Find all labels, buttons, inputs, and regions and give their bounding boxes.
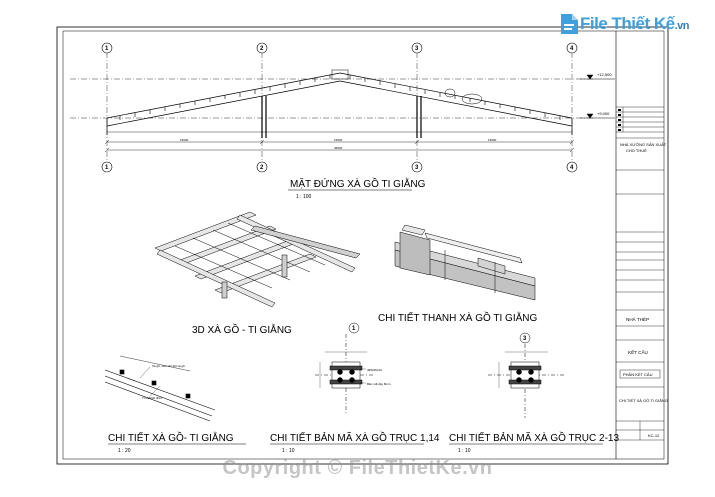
- purlin-detail: [394, 224, 536, 301]
- iso-title: 3D XÀ GỒ - TI GIẰNG: [192, 323, 292, 336]
- brand-name: File Thiết Kế: [580, 14, 675, 33]
- elevation-title: MẶT ĐỨNG XÀ GỒ TI GIẰNG: [290, 177, 426, 190]
- detail3-title: CHI TIẾT BẢN MÃ XÀ GỒ TRỤC 2-13: [449, 431, 619, 444]
- dimension-lines: [104, 139, 575, 153]
- roof-elevation: [70, 52, 615, 168]
- watermark: Copyright © FileThietKe.vn: [222, 457, 493, 479]
- axis-bubbles-top: 1 2 3 4: [101, 42, 578, 54]
- detail2-scale: 1 : 10: [282, 448, 295, 454]
- axis-label: 1: [105, 165, 109, 171]
- detail1-title: CHI TIẾT XÀ GỒ- TI GIẰNG: [108, 431, 234, 444]
- axis-label: 4: [570, 165, 574, 171]
- detail1-note1: Xà gồ, xem chi tiết xà gồ: [152, 364, 185, 368]
- title-block-marks: [618, 109, 621, 131]
- detail-plate-1-14: [315, 322, 375, 415]
- tb-owner-line2: CHO THUÊ: [626, 148, 647, 153]
- tb-owner: NHÀ XƯỞNG SẢN XUẤT: [620, 142, 667, 147]
- level-ridge: +12,500: [597, 72, 612, 77]
- outer-border: [56, 26, 669, 465]
- elevation-scale: 1 : 100: [296, 194, 312, 200]
- axis-label: 3: [415, 46, 419, 52]
- dim-text: 15000: [334, 138, 343, 142]
- axis-label: 2: [260, 165, 264, 171]
- axis-label: 4: [570, 46, 574, 52]
- brand-logo-icon: [561, 14, 578, 34]
- level-markers: [580, 74, 615, 119]
- tb-project: NHÀ THÉP: [626, 316, 649, 322]
- detail2-note1: 4ФM16x40: [367, 368, 382, 372]
- title-block: [615, 31, 664, 459]
- detail2-title: CHI TIẾT BẢN MÃ XÀ GỒ TRỤC 1,14: [270, 431, 440, 444]
- tb-sheet-no: KC-12: [648, 433, 660, 438]
- purlin-detail-title: CHI TIẾT THANH XÀ GỒ TI GIẰNG: [378, 311, 538, 324]
- axis-label: 3: [415, 165, 419, 171]
- detail-purlin-brace: [104, 355, 216, 422]
- dim-text: 45000: [334, 146, 343, 150]
- dim-text: 15000: [488, 138, 497, 142]
- axis-label: 1: [105, 46, 109, 52]
- detail3-bubble: 3: [523, 336, 527, 342]
- inner-border: [62, 30, 665, 460]
- detail3-scale: 1 : 10: [458, 448, 471, 454]
- dim-text: 15000: [180, 138, 189, 142]
- tb-sheet-title: CHI TIẾT XÀ GỒ TI GIẰNG: [619, 398, 668, 403]
- roof-truss: [106, 69, 573, 138]
- tb-category: KẾT CẤU: [628, 349, 648, 355]
- tb-part: PHẦN KẾT CẤU: [623, 372, 653, 377]
- detail1-note2: TI GIẰNG Ф14: [142, 395, 162, 400]
- purlin-marks: [119, 75, 561, 120]
- iso-purlin-view: [154, 211, 361, 308]
- brand-logo[interactable]: File Thiết Kế.vn: [580, 14, 689, 34]
- brand-domain: .vn: [674, 20, 690, 32]
- detail-plate-2-13: [488, 332, 565, 418]
- detail2-bubble: 1: [352, 326, 356, 332]
- detail2-note2: Bản mã dày 8mm: [367, 382, 391, 386]
- detail1-scale: 1 : 20: [118, 448, 131, 454]
- axis-label: 2: [260, 46, 264, 52]
- level-eave: +9,000: [597, 111, 610, 116]
- axis-bubbles-bottom: 1 2 3 4: [101, 161, 578, 173]
